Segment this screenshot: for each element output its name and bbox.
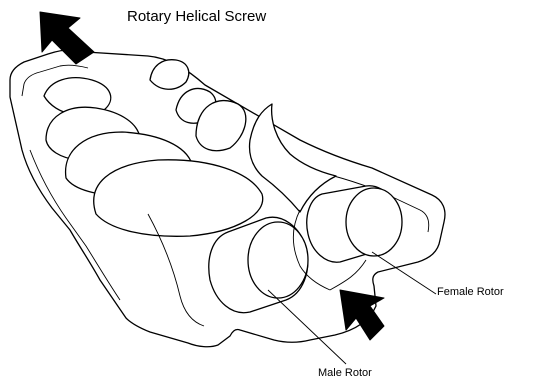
male-rotor-label: Male Rotor bbox=[318, 367, 372, 379]
male-rotor-shaft-end bbox=[248, 222, 308, 298]
female-rotor-label: Female Rotor bbox=[437, 286, 504, 298]
female-rotor-shaft-end bbox=[346, 188, 402, 256]
intake-arrow-icon bbox=[340, 290, 384, 340]
